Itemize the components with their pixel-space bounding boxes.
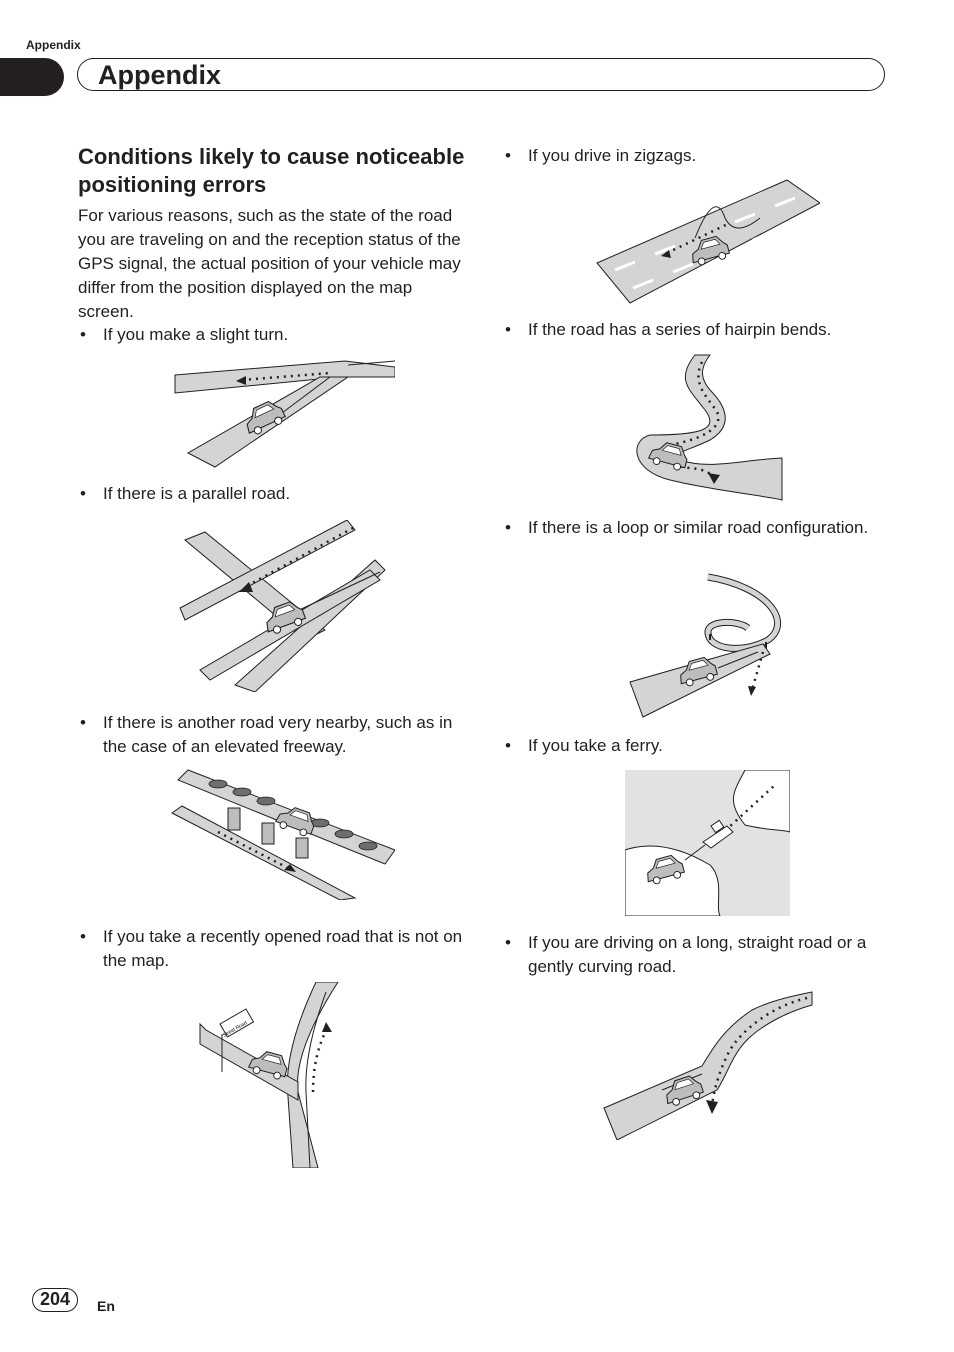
bullet-nearby-road: If there is another road very nearby, su…	[78, 711, 468, 758]
figure-hairpin	[630, 350, 785, 502]
figure-slight-turn	[170, 355, 395, 470]
section-title: Appendix	[98, 60, 222, 90]
section-heading: Conditions likely to cause noticeable po…	[78, 144, 465, 197]
bullet-ferry: If you take a ferry.	[503, 734, 888, 758]
figure-zigzag	[595, 178, 820, 308]
bullet-zigzag: If you drive in zigzags.	[503, 144, 888, 168]
running-head: Appendix	[26, 38, 81, 52]
bullet-slight-turn: If you make a slight turn.	[78, 323, 468, 347]
bullet-new-road: If you take a recently opened road that …	[78, 925, 468, 972]
intro-paragraph: For various reasons, such as the state o…	[78, 206, 461, 321]
bullet-parallel-road: If there is a parallel road.	[78, 482, 468, 506]
section-bar	[77, 58, 885, 91]
figure-parallel-road	[175, 520, 390, 692]
section-tab	[0, 58, 64, 96]
figure-ferry	[625, 770, 790, 916]
figure-elevated-freeway	[170, 768, 395, 900]
figure-long-road	[602, 990, 814, 1140]
bullet-hairpin: If the road has a series of hairpin bend…	[503, 318, 888, 342]
figure-new-road: Street Road	[198, 982, 373, 1168]
page-language: En	[97, 1298, 115, 1314]
bullet-loop: If there is a loop or similar road confi…	[503, 516, 888, 540]
bullet-long-road: If you are driving on a long, straight r…	[503, 931, 888, 978]
figure-loop	[628, 572, 790, 722]
page-number: 204	[32, 1288, 78, 1312]
